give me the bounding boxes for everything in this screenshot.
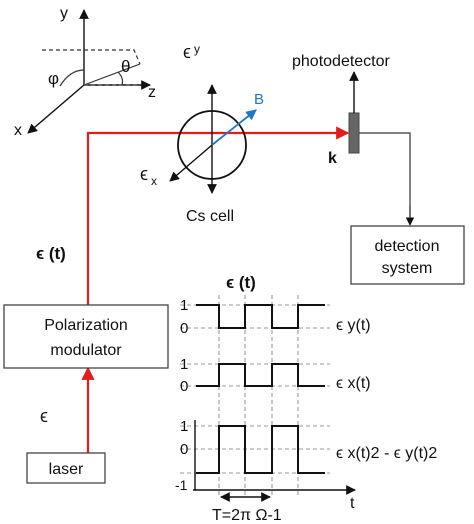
period-label: T=2π Ω-1 — [212, 507, 282, 524]
detection-system-rect — [350, 225, 465, 285]
phi-label: φ — [48, 69, 59, 88]
wave-y-tick-high: 1 — [180, 297, 188, 314]
detection-system-line1: detection — [375, 238, 440, 255]
axis-y-label: y — [60, 5, 68, 22]
photodetector-label: photodetector — [292, 53, 391, 70]
theta-label: θ — [121, 57, 130, 76]
wave-y-trace — [196, 304, 325, 329]
eps-x-arrow — [169, 144, 213, 182]
wave-diff-trace — [196, 425, 325, 474]
direction-vector — [83, 63, 141, 86]
b-field-arrow — [211, 109, 257, 146]
cs-cell-label: Cs cell — [186, 208, 234, 225]
eps-t-beam-label: ϵ (t) — [36, 244, 66, 263]
eps-laser-label: ϵ — [40, 406, 48, 426]
polarization-modulator-line2: modulator — [50, 342, 122, 359]
theta-arc — [117, 71, 124, 86]
projection-plane — [42, 49, 141, 65]
k-label: k — [328, 150, 337, 167]
wave-y-label: ϵ y(t) — [336, 317, 371, 334]
photodetector: photodetector — [292, 53, 415, 226]
wave-diff-tick-high: 1 — [180, 418, 188, 435]
wave-diff-label: ϵ x(t)2 - ϵ y(t)2 — [336, 445, 437, 462]
axis-z-label: z — [148, 84, 156, 101]
coordinate-axes: y z x φ θ — [14, 5, 156, 139]
waveform-eps-y: 1 0 ϵ y(t) — [180, 297, 371, 337]
laser-rect — [26, 452, 106, 484]
wave-diff-tick-low: -1 — [175, 477, 188, 493]
b-field-label: B — [254, 91, 264, 108]
waveform-panel: ϵ (t) 1 0 ϵ y(t) 1 0 ϵ x(t) — [175, 273, 437, 524]
wave-x-tick-low: 0 — [180, 378, 188, 395]
wave-x-trace — [196, 363, 325, 387]
waveform-eps-x: 1 0 ϵ x(t) — [180, 356, 371, 395]
eps-t-plot-title: ϵ (t) — [226, 273, 256, 292]
x-axis — [27, 84, 85, 134]
polarization-modulator-rect — [3, 304, 169, 369]
signal-line — [359, 132, 411, 223]
detection-system-box: detection system — [350, 225, 465, 285]
axis-x-label: x — [14, 122, 22, 139]
wave-y-tick-low: 0 — [180, 320, 188, 337]
phi-arc — [59, 69, 85, 87]
polarization-modulator-line1: Polarization — [44, 317, 128, 334]
wave-diff-tick-mid: 0 — [180, 441, 188, 458]
laser-label: laser — [49, 461, 84, 478]
polarization-modulator-box: Polarization modulator — [3, 304, 169, 369]
time-axis-label: t — [350, 495, 355, 512]
detection-system-line2: system — [382, 260, 433, 277]
waveform-difference: 1 0 -1 ϵ x(t)2 - ϵ y(t)2 — [175, 418, 437, 493]
wave-x-tick-high: 1 — [180, 356, 188, 373]
laser-box: laser — [26, 452, 106, 484]
photodetector-block — [348, 112, 360, 154]
wave-x-label: ϵ x(t) — [336, 375, 371, 392]
laser-beam — [81, 126, 350, 453]
